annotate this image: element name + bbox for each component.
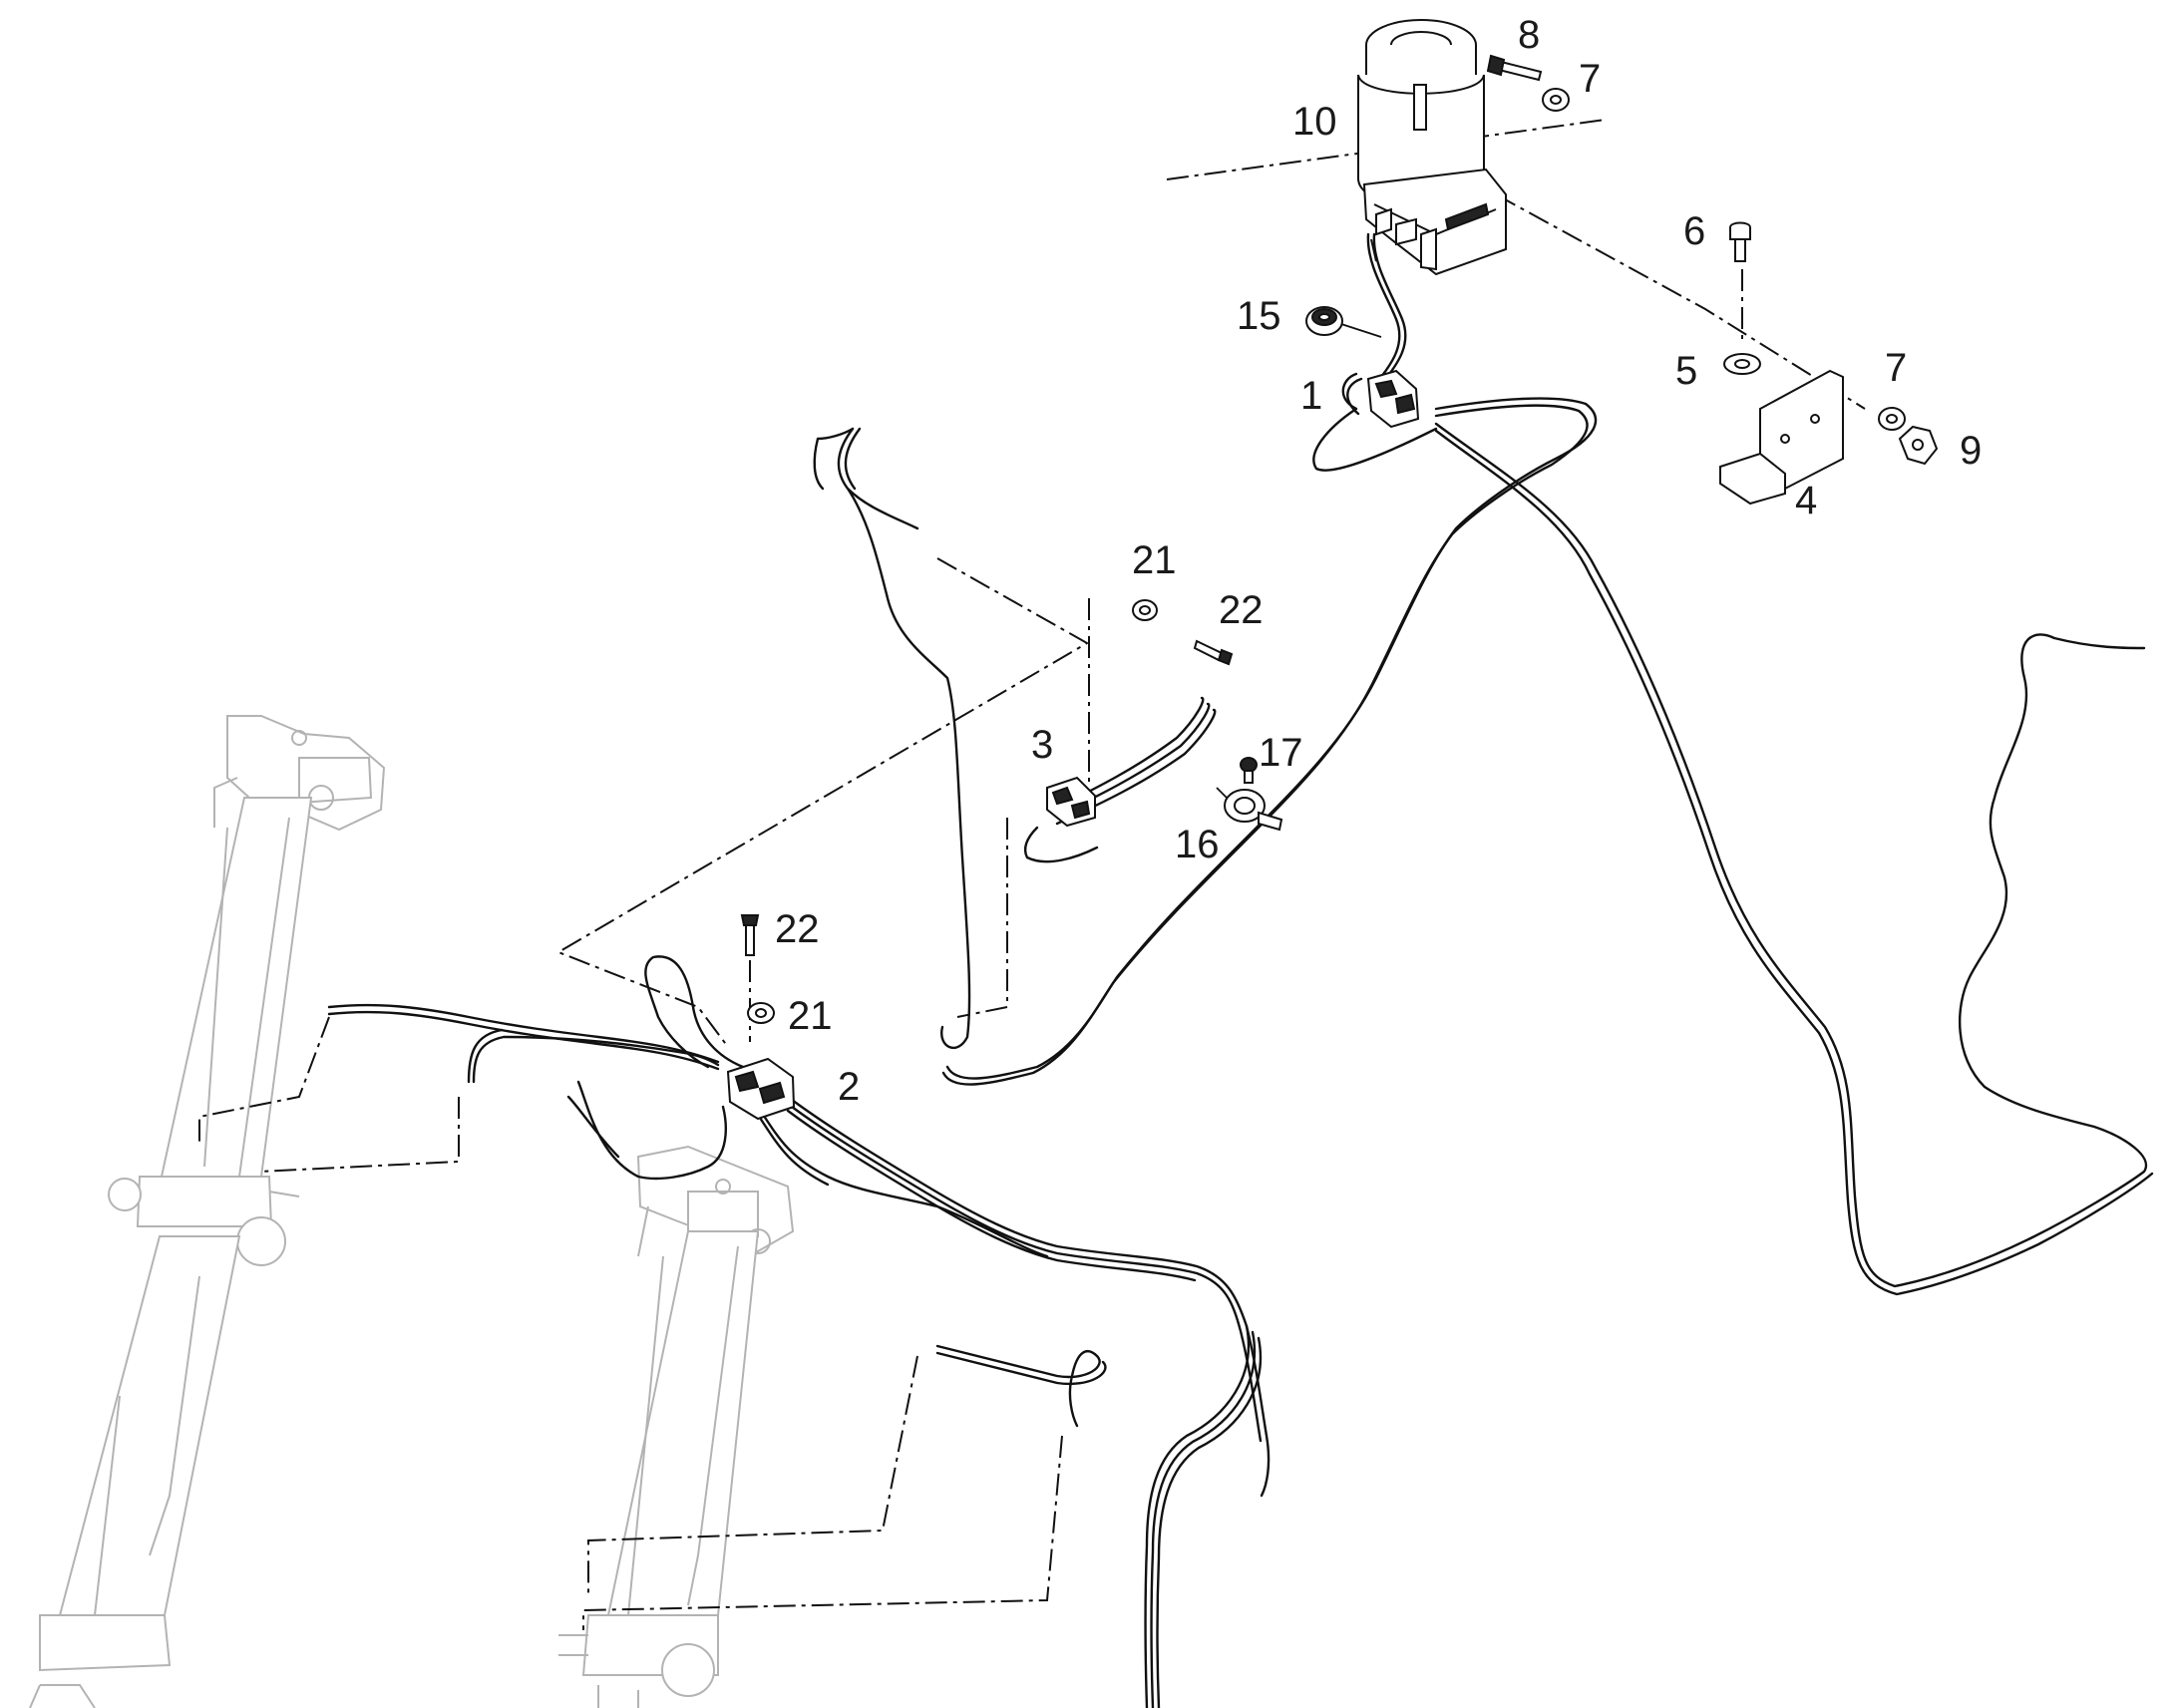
mounting-bracket-part-4 (1719, 369, 1844, 506)
callout-9: 9 (1960, 429, 1982, 473)
callout-7-right: 7 (1885, 346, 1907, 390)
part-callouts: 1 2 3 4 5 6 7 7 8 9 10 15 16 17 21 21 22… (775, 13, 1982, 1109)
grease-pump-part-10 (1357, 19, 1507, 276)
assembly-reference-lines (198, 119, 1866, 1630)
bolt-part-6 (1729, 221, 1751, 262)
callout-22-top: 22 (1219, 588, 1264, 632)
distributor-part-1 (1366, 369, 1420, 429)
hose-bundle (327, 232, 2154, 1708)
bolt-part-22-bottom (740, 914, 760, 956)
callout-17: 17 (1259, 731, 1303, 775)
right-lift-cylinder (558, 1145, 795, 1708)
callout-21-top: 21 (1132, 538, 1177, 582)
leader-lines (1216, 323, 1382, 799)
bolt-part-8 (1486, 54, 1543, 82)
bolt-part-22-top (1193, 639, 1234, 666)
callout-4: 4 (1795, 479, 1817, 522)
callout-21-bottom: 21 (788, 994, 833, 1038)
callout-5: 5 (1675, 349, 1697, 393)
callout-10: 10 (1292, 100, 1337, 144)
callout-16: 16 (1175, 823, 1220, 866)
nut-part-9 (1898, 425, 1939, 466)
clamp-part-16 (1224, 789, 1283, 832)
callout-8: 8 (1518, 13, 1540, 57)
distributor-part-3 (1046, 776, 1096, 828)
left-lift-cylinder (29, 715, 386, 1708)
callout-6: 6 (1683, 209, 1705, 253)
grease-nipple-part-17 (1240, 757, 1258, 784)
callout-3: 3 (1031, 723, 1053, 767)
grommet-part-15 (1305, 306, 1343, 336)
callout-7-top: 7 (1579, 57, 1601, 101)
callout-2: 2 (838, 1065, 860, 1109)
callout-15: 15 (1237, 294, 1281, 338)
distributor-part-2 (726, 1057, 796, 1121)
callout-1: 1 (1300, 374, 1322, 418)
callout-22-bottom: 22 (775, 907, 820, 951)
